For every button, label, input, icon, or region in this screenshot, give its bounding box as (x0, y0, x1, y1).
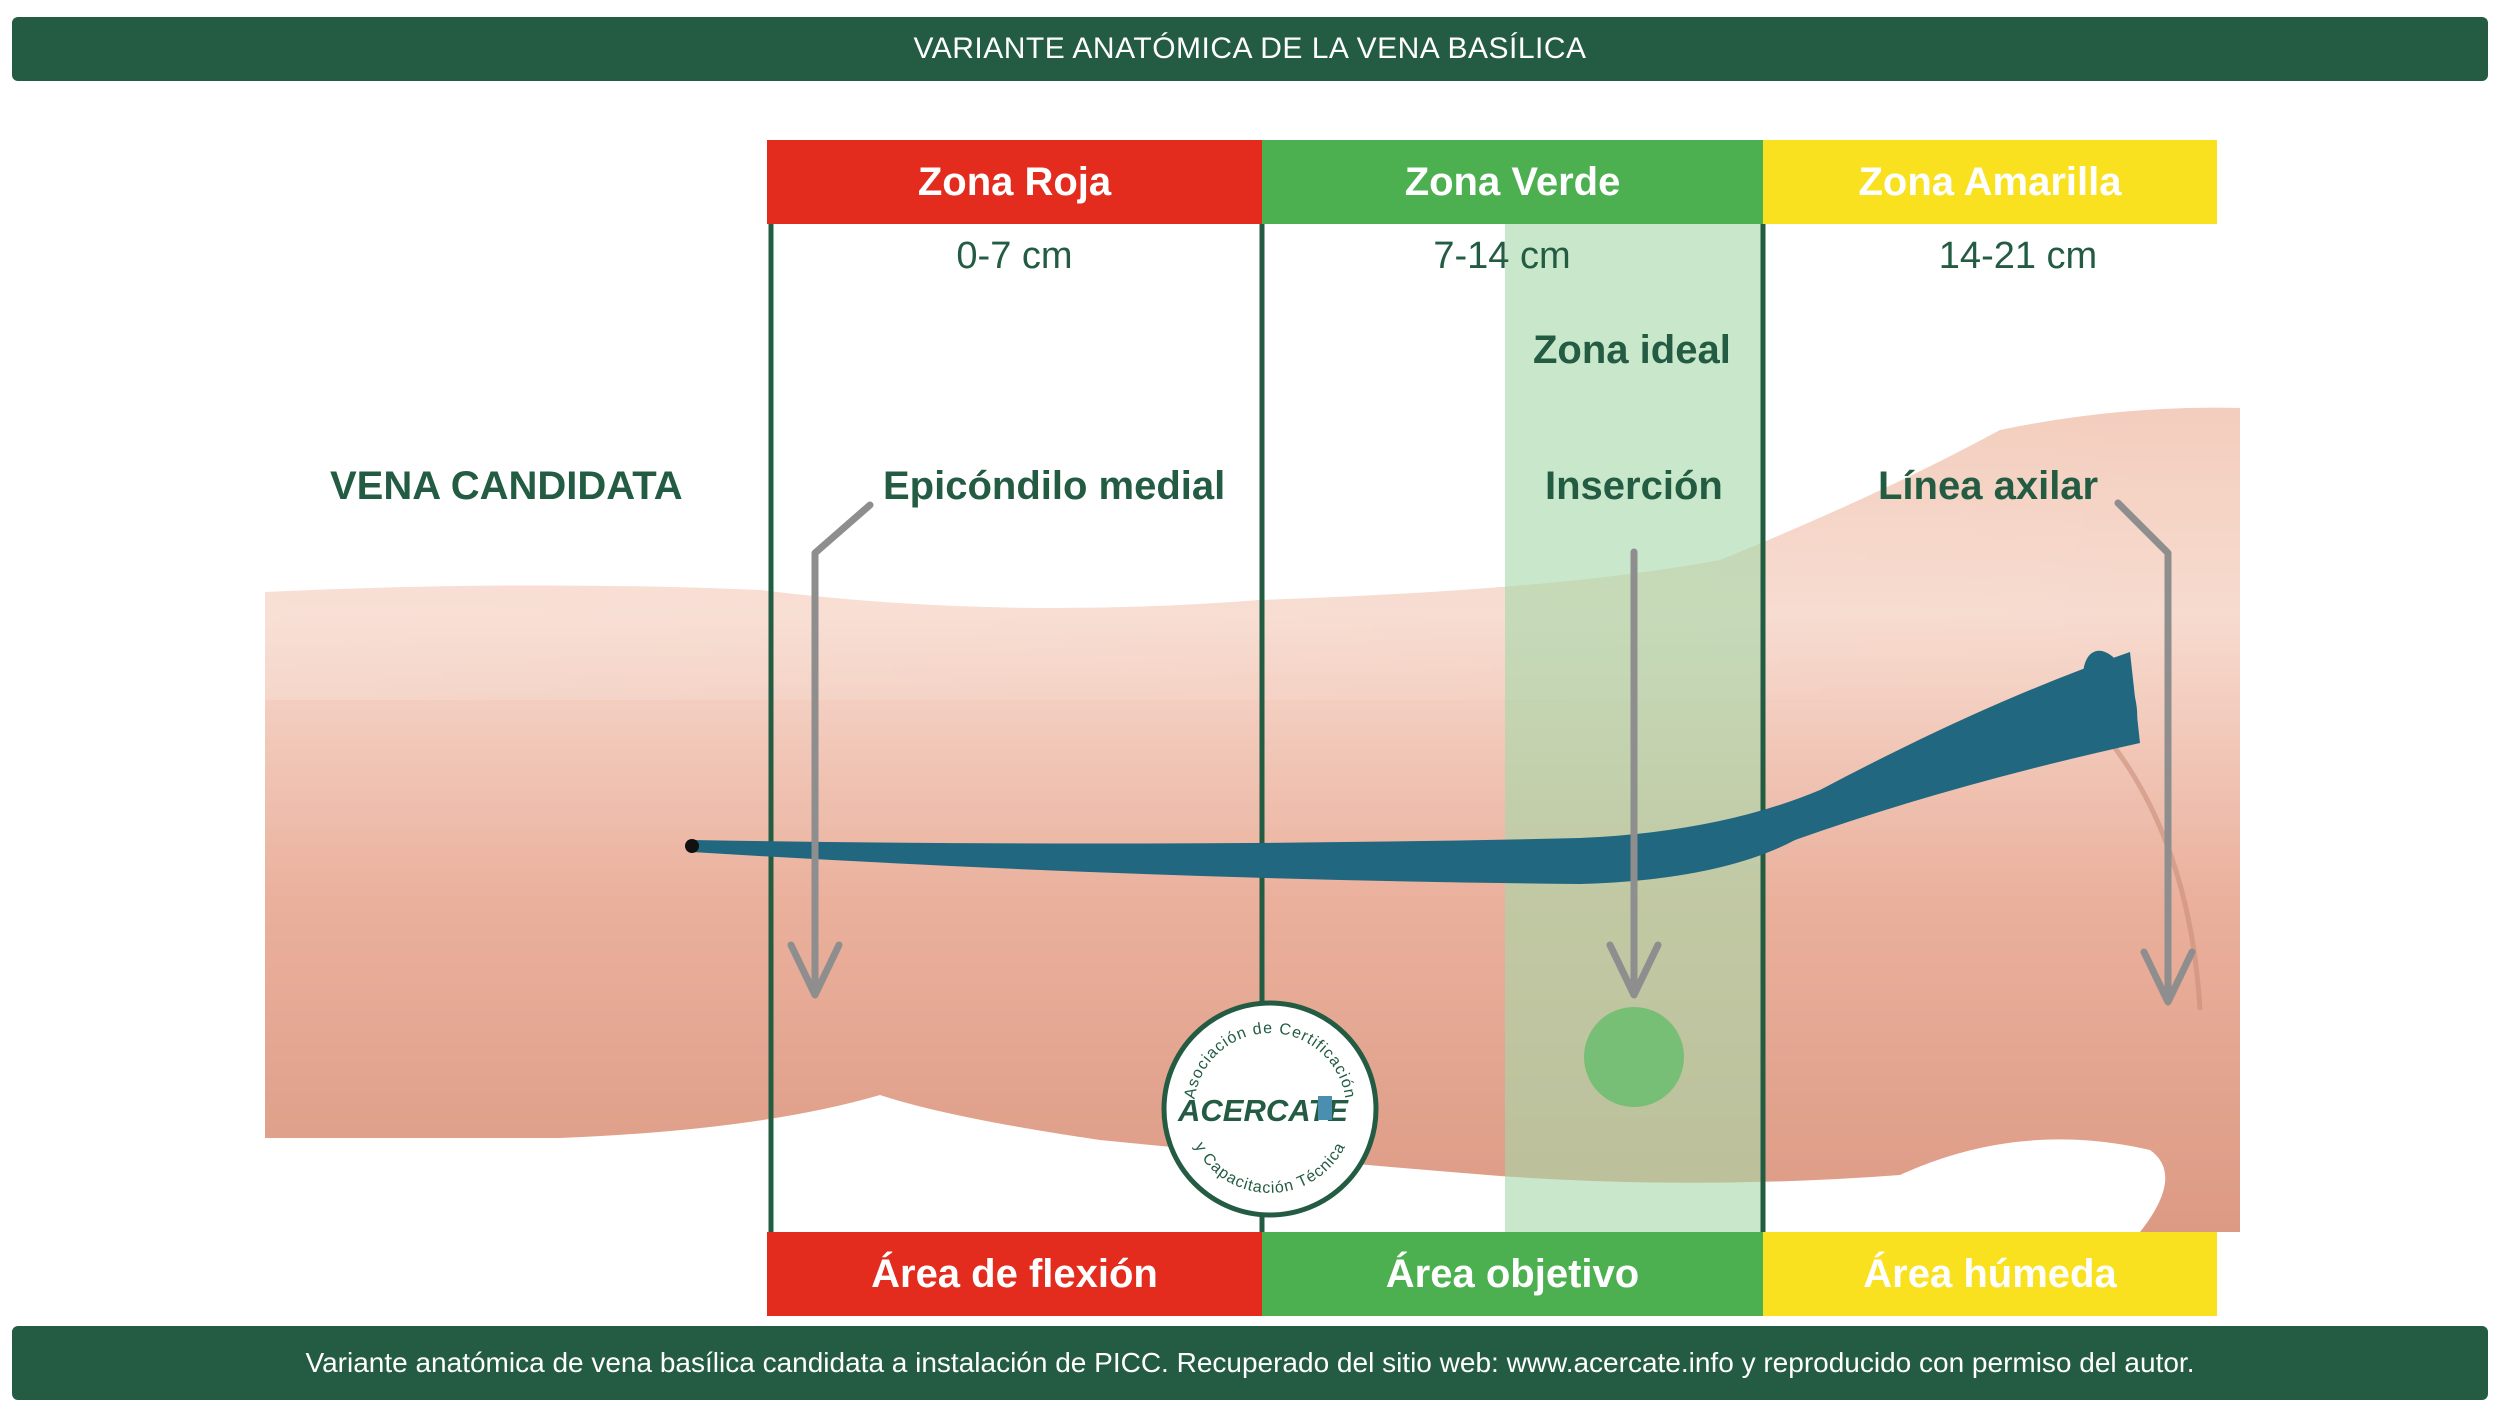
zone-range-red: 0-7 cm (956, 235, 1073, 277)
vein-end-distal (685, 839, 699, 853)
zone-range-yellow: 14-21 cm (1938, 235, 2098, 277)
epicondyle-arrow (787, 501, 874, 999)
footer-caption: Variante anatómica de vena basílica cand… (12, 1326, 2488, 1400)
zone-area-green: Área objetivo (1262, 1232, 1763, 1316)
epicondyle-label: Epicóndilo medial (883, 464, 1226, 508)
axillary-arrow (2114, 499, 2196, 1006)
axillary-label: Línea axilar (1878, 464, 2099, 508)
header-title: VARIANTE ANATÓMICA DE LA VENA BASÍLICA (12, 17, 2488, 81)
insertion-arrow (1606, 548, 1662, 999)
vein-label: VENA CANDIDATA (330, 464, 683, 508)
zone-area-red: Área de flexión (767, 1232, 1262, 1316)
zone-area-yellow: Área húmeda (1763, 1232, 2217, 1316)
logo-mark-icon (1318, 1096, 1332, 1120)
zone-header-red: Zona Roja (767, 140, 1262, 224)
ideal-zone-label: Zona ideal (1533, 328, 1731, 372)
insertion-point (1584, 1007, 1684, 1107)
insertion-label: Inserción (1545, 464, 1723, 508)
zone-header-green: Zona Verde (1262, 140, 1763, 224)
arm-sheen (265, 407, 2240, 700)
zone-range-green: 7-14 cm (1433, 235, 1571, 277)
vein-end-axillary (2082, 650, 2138, 744)
basilic-vein (692, 652, 2140, 884)
zone-header-yellow: Zona Amarilla (1763, 140, 2217, 224)
acercate-logo: Asociación de Certificación y Capacitaci… (1161, 1000, 1379, 1218)
